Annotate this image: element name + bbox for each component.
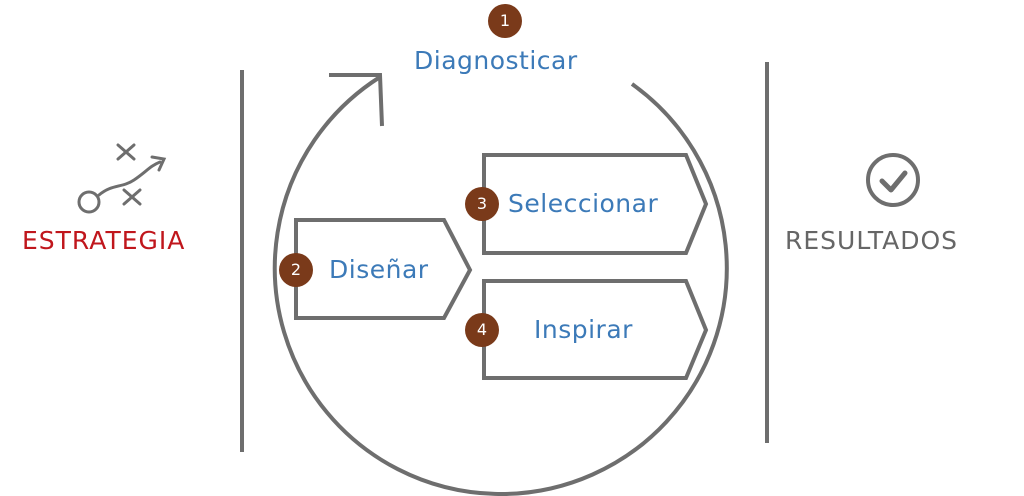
- step-2-badge: 2: [279, 253, 313, 287]
- step-1-badge: 1: [488, 4, 522, 38]
- cycle-arc: [272, 75, 729, 496]
- step-3-label: Seleccionar: [508, 189, 659, 218]
- inspirar-chevron: [482, 279, 709, 380]
- seleccionar-chevron: [482, 153, 709, 255]
- disenar-chevron: [294, 218, 473, 320]
- resultados-label: RESULTADOS: [785, 226, 959, 255]
- strategy-play-icon: [77, 143, 167, 214]
- estrategia-label: ESTRATEGIA: [22, 226, 186, 255]
- check-circle-icon: [866, 153, 920, 207]
- step-2-label: Diseñar: [329, 255, 429, 284]
- step-3-badge: 3: [465, 187, 499, 221]
- step-4-label: Inspirar: [534, 315, 633, 344]
- step-1-label: Diagnosticar: [414, 46, 578, 75]
- step-4-badge: 4: [465, 313, 499, 347]
- cycle-arrowhead: [329, 73, 384, 127]
